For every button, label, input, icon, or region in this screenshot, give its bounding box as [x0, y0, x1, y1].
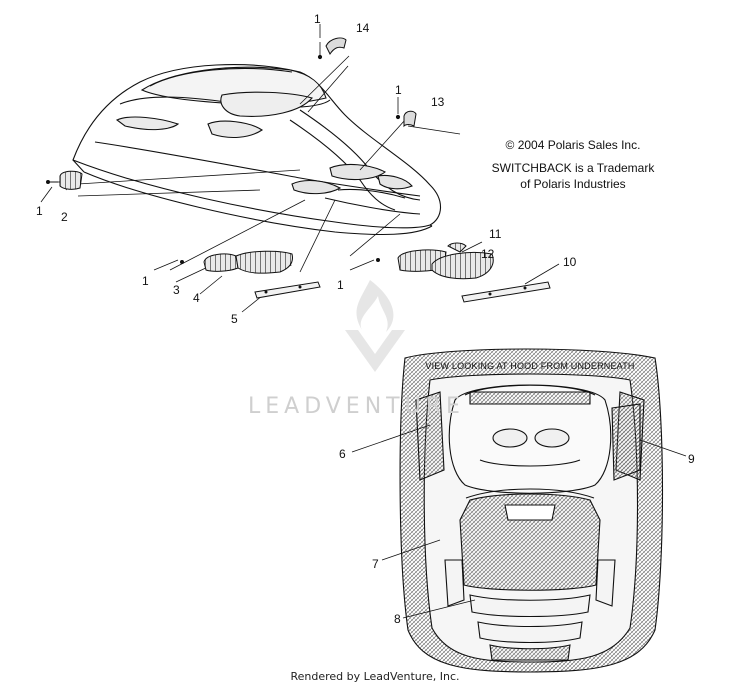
copyright-line: © 2004 Polaris Sales Inc.	[505, 138, 641, 152]
callout-5: 5	[231, 312, 238, 326]
callout-7: 7	[372, 557, 379, 571]
footer-credit: Rendered by LeadVenture, Inc.	[290, 670, 460, 683]
vent-11-12	[376, 242, 494, 280]
vent-3-4	[180, 250, 293, 274]
callout-13: 13	[431, 95, 445, 109]
callout-1-mid-right: 1	[337, 278, 344, 292]
clip-14	[317, 37, 347, 60]
callout-14: 14	[356, 21, 370, 35]
callout-1-mid-left: 1	[142, 274, 149, 288]
hood-exterior	[72, 64, 442, 236]
strip-5	[254, 281, 321, 299]
callout-11: 11	[489, 227, 502, 241]
vent-2	[46, 170, 83, 190]
view-label: VIEW LOOKING AT HOOD FROM UNDERNEATH	[425, 361, 635, 371]
callout-8: 8	[394, 612, 401, 626]
callout-1-right: 1	[395, 83, 402, 97]
callout-1-left: 1	[36, 204, 43, 218]
watermark-text: LEADVENTURE	[248, 394, 465, 419]
callout-6: 6	[339, 447, 346, 461]
hood-underside	[399, 348, 664, 673]
callout-1-top: 1	[314, 12, 321, 26]
leader-lines-bottom	[351, 424, 687, 619]
callout-9: 9	[688, 452, 695, 466]
callout-10: 10	[563, 255, 577, 269]
callout-4: 4	[193, 291, 200, 305]
callout-3: 3	[173, 283, 180, 297]
callout-12: 12	[481, 247, 495, 261]
trademark-owner-line: of Polaris Industries	[520, 177, 626, 191]
callout-2: 2	[61, 210, 68, 224]
trademark-line: SWITCHBACK is a Trademark	[491, 161, 655, 175]
watermark-logo	[345, 280, 405, 372]
clip-13	[395, 110, 417, 128]
strip-10	[461, 281, 551, 303]
